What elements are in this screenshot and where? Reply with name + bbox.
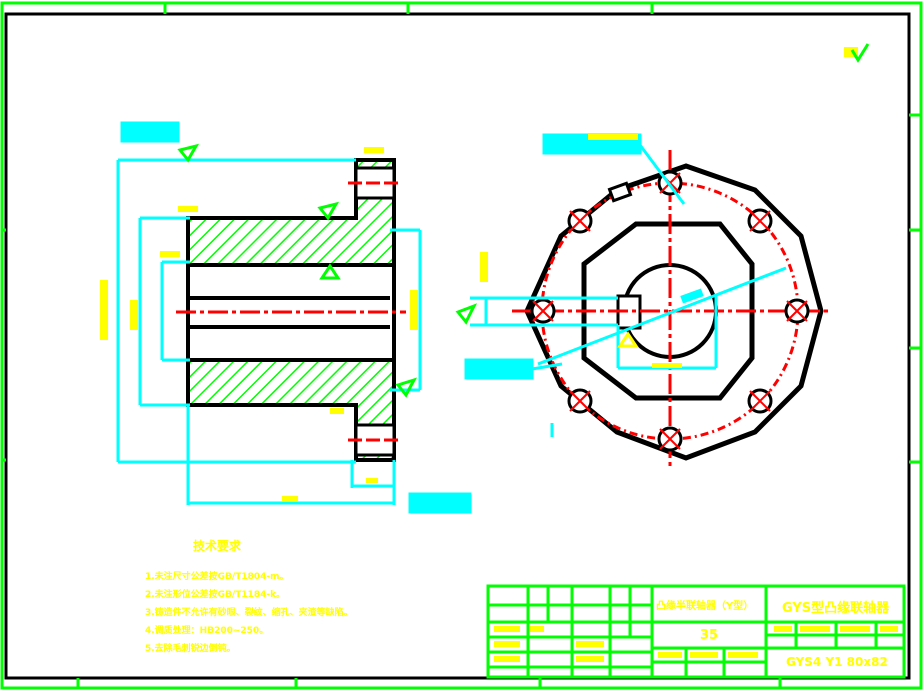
tech-requirement-1: 1.未注尺寸公差按GB/T1804-m。: [145, 572, 289, 582]
title-block: [486, 584, 906, 679]
end-view-labels: [455, 134, 704, 368]
tech-requirement-4: 4.调质处理：HB200~250。: [145, 626, 269, 636]
roughness-symbol: [844, 43, 870, 63]
tech-requirement-3: 3.铸造件不允许有砂眼、裂纹、缩孔、夹渣等缺陷。: [145, 608, 353, 618]
material: 35: [700, 628, 719, 643]
tech-requirement-5: 5.去除毛刺锐边倒钝。: [145, 644, 236, 654]
section-view: [176, 158, 406, 462]
tech-requirement-2: 2.未注形位公差按GB/T1184-k。: [145, 590, 286, 600]
part-name: 凸缘半联轴器（Y型）: [656, 601, 754, 612]
section-roughness-marks: [100, 143, 418, 501]
end-view: [512, 150, 830, 470]
tech-requirements-title: 技术要求: [193, 539, 242, 553]
drawing-title: GYS型凸缘联轴器: [782, 601, 890, 616]
drawing-number: GYS4 Y1 80x82: [786, 655, 888, 669]
title-block-fill-marks: [494, 626, 898, 662]
tech-requirements-list: 1.未注尺寸公差按GB/T1804-m。 2.未注形位公差按GB/T1184-k…: [145, 568, 353, 658]
section-dimensions: [116, 121, 472, 514]
